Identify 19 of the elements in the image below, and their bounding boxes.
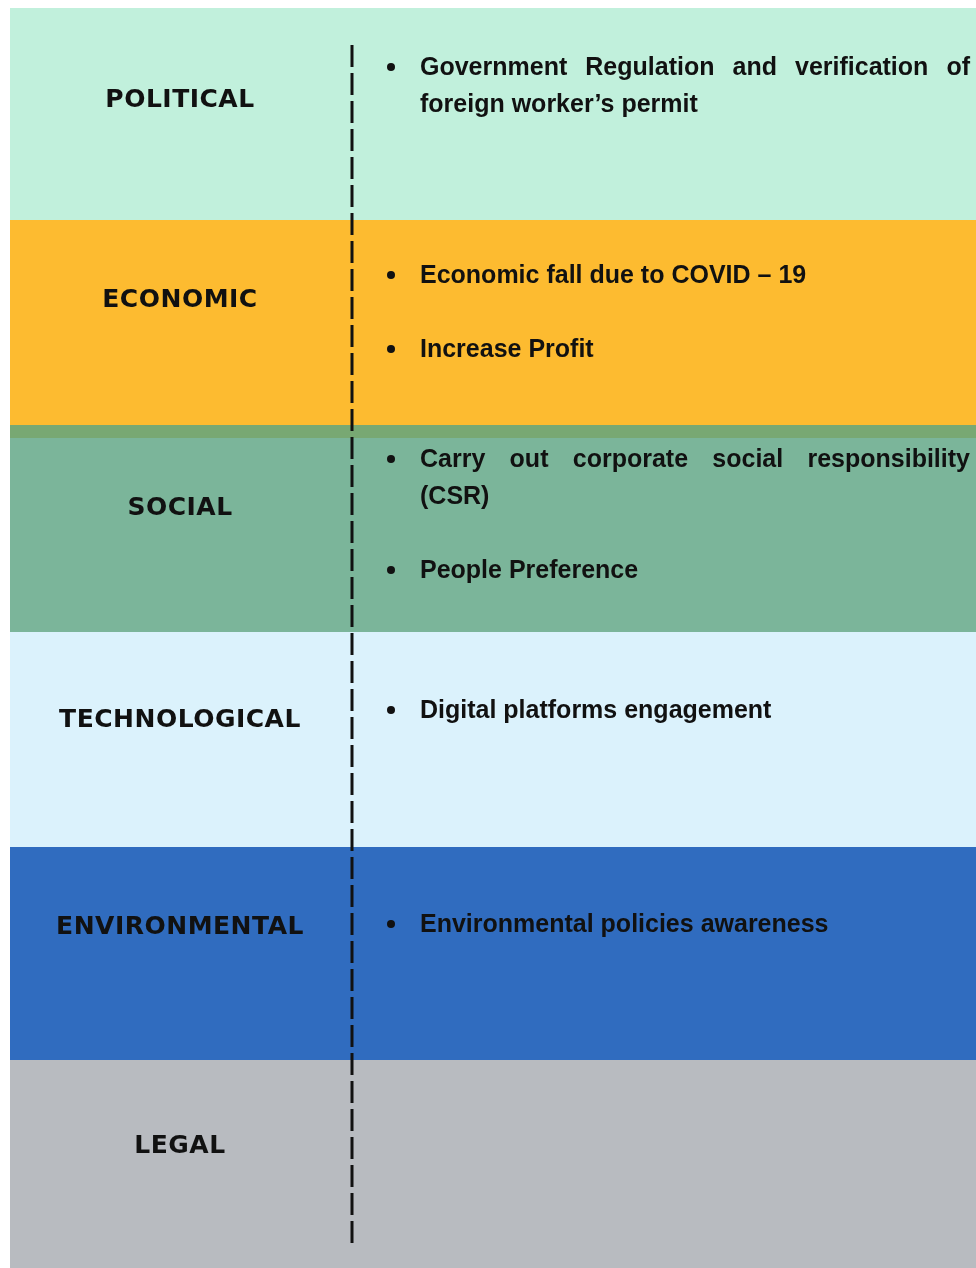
category-heading: POLITICAL xyxy=(104,84,256,113)
bullet-text: Environmental policies awareness xyxy=(420,909,829,937)
bullet-text: Carry out corporate social responsibility (CSR) xyxy=(420,444,970,509)
category-heading: LEGAL xyxy=(133,1130,227,1159)
category-heading: ECONOMIC xyxy=(101,284,259,313)
category-band xyxy=(10,632,976,847)
bullet-text: People Preference xyxy=(420,555,639,583)
bullet-text: Increase Profit xyxy=(420,334,594,362)
category-band xyxy=(10,847,976,1060)
category-band xyxy=(10,220,976,425)
category-heading: SOCIAL xyxy=(126,492,234,521)
category-heading: ENVIRONMENTAL xyxy=(55,911,305,940)
category-band xyxy=(10,8,976,220)
bullet-text: Digital platforms engagement xyxy=(420,695,772,723)
bullet-text: Government Regulation and verification of foreign worker’s permit xyxy=(420,52,970,117)
category-band xyxy=(10,1060,976,1268)
category-heading: TECHNOLOGICAL xyxy=(58,704,302,733)
category-band xyxy=(10,438,976,632)
bullet-text: Economic fall due to COVID – 19 xyxy=(420,260,807,288)
